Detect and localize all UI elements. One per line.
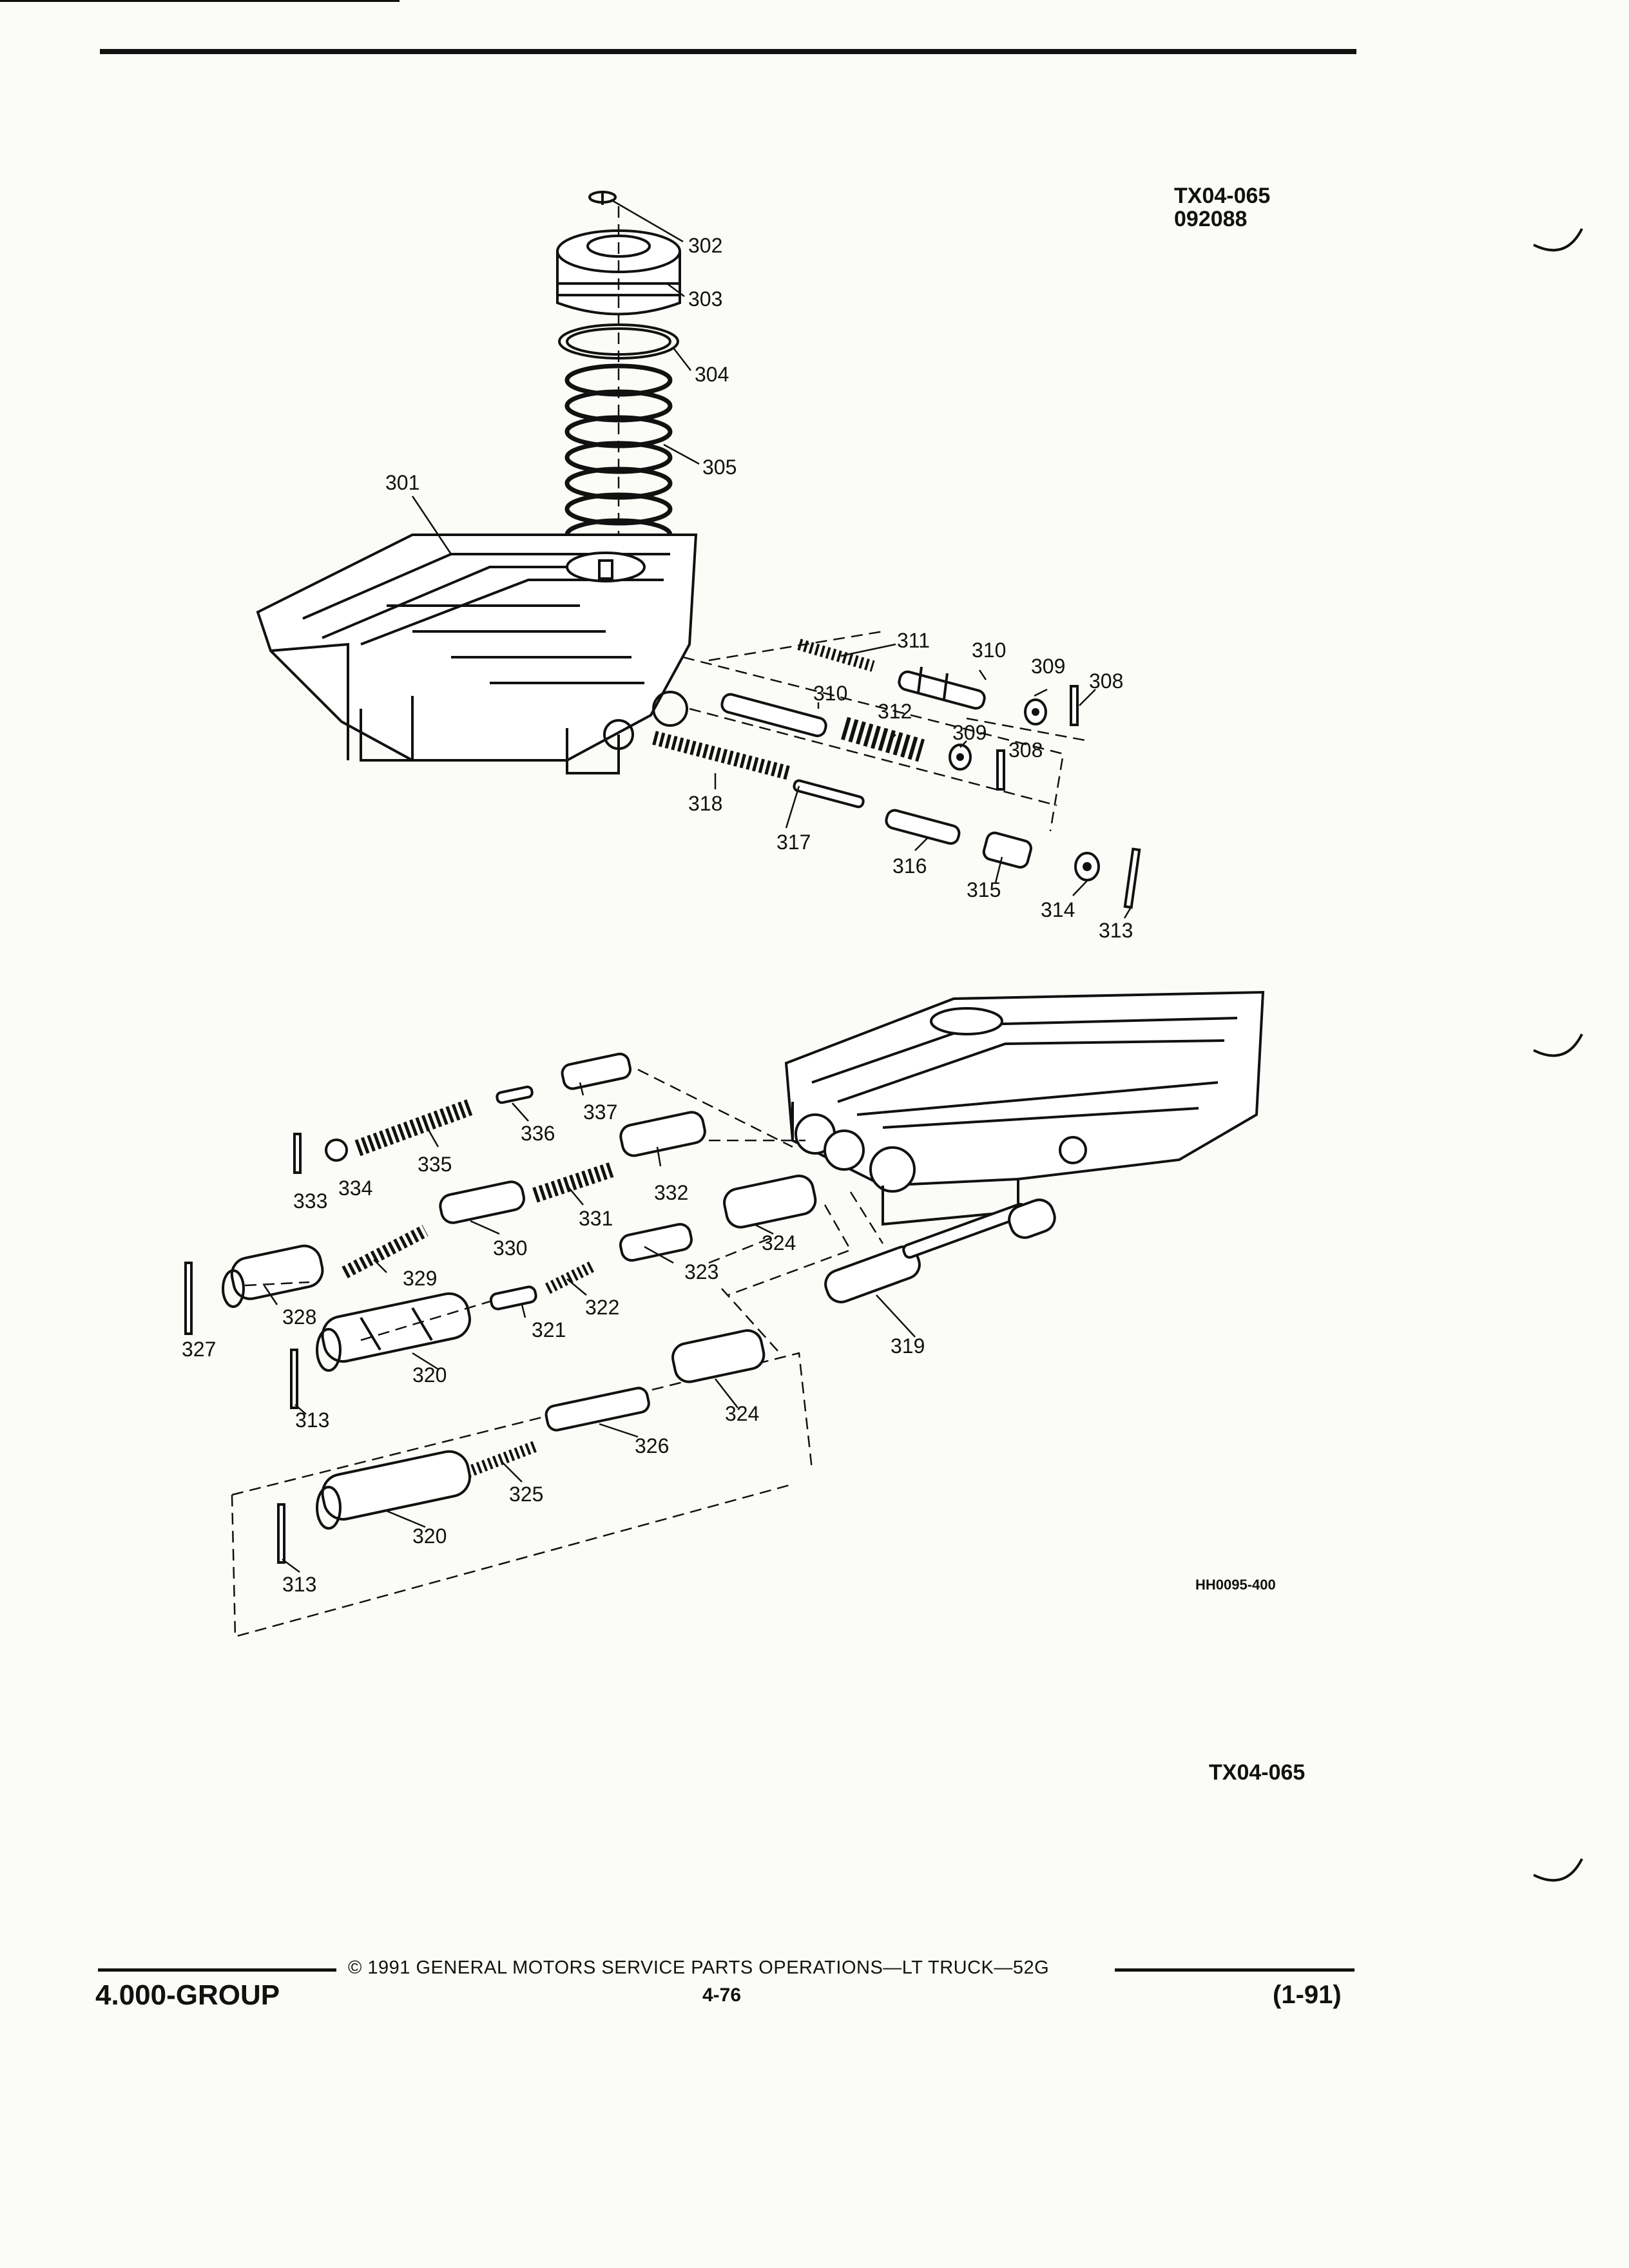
callout-334: 334 <box>338 1177 372 1200</box>
pin-313c <box>277 1503 285 1564</box>
leader-lines <box>263 198 1133 1573</box>
footer-rule-right <box>1115 1968 1354 1972</box>
valve-321 <box>489 1285 537 1311</box>
callout-336: 336 <box>521 1122 555 1145</box>
spring-312 <box>840 716 925 762</box>
pin-308b <box>996 749 1005 791</box>
plug-334 <box>325 1139 348 1162</box>
callout-322: 322 <box>585 1296 619 1319</box>
callout-314: 314 <box>1041 898 1075 921</box>
callout-305: 305 <box>702 456 737 479</box>
callout-304: 304 <box>695 363 729 386</box>
callout-323: 323 <box>684 1260 718 1283</box>
footer-page-number: 4-76 <box>702 1984 742 2006</box>
figure-label: TX04-065 <box>1209 1760 1306 1785</box>
top-rule <box>100 49 1356 54</box>
callout-310a: 310 <box>972 639 1006 662</box>
pin-333 <box>293 1133 302 1174</box>
top-edge-line <box>0 0 400 2</box>
bore-plug-320a <box>316 1292 471 1372</box>
callout-318: 318 <box>688 792 722 815</box>
pin-308a <box>1070 685 1079 726</box>
plug-309a <box>1024 698 1047 726</box>
valve-319 <box>824 1198 1056 1303</box>
valve-316 <box>885 809 961 845</box>
callout-333: 333 <box>293 1189 327 1213</box>
callout-312: 312 <box>878 700 912 723</box>
valve-337 <box>561 1052 632 1090</box>
footer-rule-left <box>98 1968 336 1972</box>
lower-valve-body <box>784 990 1265 1226</box>
callout-313a: 313 <box>1099 919 1133 942</box>
valve-body-301 <box>256 533 698 774</box>
spring-325 <box>465 1441 537 1478</box>
callout-308b: 308 <box>1008 738 1043 762</box>
valve-323 <box>619 1223 693 1262</box>
spring-322 <box>545 1260 596 1294</box>
callout-325: 325 <box>509 1483 543 1506</box>
callout-320a: 320 <box>412 1363 447 1387</box>
callout-303: 303 <box>688 287 722 311</box>
valve-317 <box>793 779 865 809</box>
sleeve-324a <box>723 1174 817 1229</box>
callout-311: 311 <box>897 629 930 652</box>
valve-326 <box>545 1387 650 1432</box>
spring-329 <box>342 1225 429 1278</box>
spring-335 <box>354 1099 474 1157</box>
callout-328: 328 <box>282 1305 316 1329</box>
bore-plug-320b <box>316 1450 471 1530</box>
callout-313c: 313 <box>282 1573 316 1596</box>
callout-327: 327 <box>182 1338 216 1361</box>
callout-337: 337 <box>583 1100 617 1124</box>
bore-plug-328 <box>222 1244 324 1308</box>
valve-336 <box>496 1085 534 1104</box>
footer-group: 4.000-GROUP <box>95 1979 280 2011</box>
callout-302: 302 <box>688 234 722 257</box>
callout-335: 335 <box>418 1153 452 1176</box>
callout-329: 329 <box>403 1267 437 1290</box>
callout-316: 316 <box>892 854 927 878</box>
callout-308a: 308 <box>1089 669 1123 693</box>
footer-copyright: © 1991 GENERAL MOTORS SERVICE PARTS OPER… <box>348 1957 1050 1978</box>
callout-320b: 320 <box>412 1524 447 1548</box>
callout-315: 315 <box>967 878 1001 901</box>
callout-326: 326 <box>635 1434 669 1457</box>
pin-313a <box>1123 847 1141 909</box>
callout-309b: 309 <box>952 721 987 744</box>
sleeve-324b <box>671 1329 766 1383</box>
callout-332: 332 <box>654 1181 688 1204</box>
retaining-ring-302 <box>588 191 617 205</box>
plug-314 <box>1074 852 1100 881</box>
valve-330 <box>439 1180 525 1224</box>
callout-319: 319 <box>891 1334 925 1358</box>
date-code: 092088 <box>1174 207 1248 231</box>
callout-324a: 324 <box>762 1231 796 1254</box>
sleeve-332 <box>619 1111 706 1157</box>
callout-309a: 309 <box>1031 655 1065 678</box>
callout-331: 331 <box>579 1207 613 1230</box>
bushing-315 <box>982 831 1032 869</box>
plug-309b <box>949 744 972 771</box>
illustration-id: HH0095-400 <box>1195 1577 1276 1593</box>
callout-310b: 310 <box>813 682 847 705</box>
figure-code: TX04-065 <box>1174 184 1271 208</box>
dashed-box-lower <box>231 1352 813 1638</box>
pin-313b <box>290 1349 298 1409</box>
spring-311 <box>797 639 875 672</box>
callout-330: 330 <box>493 1236 527 1260</box>
callout-301: 301 <box>385 471 419 494</box>
callout-313b: 313 <box>295 1408 329 1432</box>
callout-labels: 302 303 304 305 301 311 310 309 308 310 … <box>182 234 1133 1596</box>
valve-body-exploded-view: 302 303 304 305 301 311 310 309 308 310 … <box>182 191 1265 1638</box>
footer-revision: (1-91) <box>1273 1981 1342 2009</box>
pin-327 <box>184 1262 193 1335</box>
callout-317: 317 <box>776 831 811 854</box>
valve-310a <box>898 666 986 710</box>
spring-318 <box>652 731 791 780</box>
spring-331 <box>532 1162 615 1203</box>
callout-321: 321 <box>532 1318 566 1341</box>
callout-324b: 324 <box>725 1402 759 1425</box>
binder-marks <box>1533 228 1583 1882</box>
valve-310b <box>720 693 827 738</box>
